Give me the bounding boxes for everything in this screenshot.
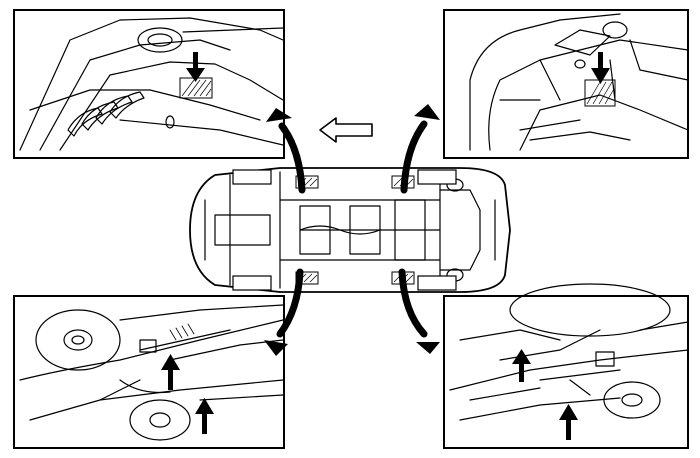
callout-arrow-bottom-right	[398, 268, 440, 354]
callout-arrow-top-left	[266, 108, 306, 194]
panel-rear-right-lift-point	[443, 283, 689, 449]
down-arrow-icon	[591, 52, 610, 84]
vehicle-underbody	[189, 167, 511, 293]
callout-arrow-bottom-left	[264, 268, 304, 356]
up-arrow-icon	[161, 354, 180, 390]
panel-front-left-lift-point	[13, 9, 285, 159]
up-arrow-icon	[195, 398, 214, 434]
callout-arrow-top-right	[400, 104, 440, 194]
down-arrow-icon	[186, 52, 205, 82]
vehicle-front-direction-arrow-icon	[319, 117, 373, 143]
up-arrow-icon	[512, 349, 531, 382]
panel-front-right-lift-point	[13, 295, 285, 449]
up-arrow-icon	[559, 404, 578, 440]
panel-rear-left-lift-point	[443, 9, 689, 159]
